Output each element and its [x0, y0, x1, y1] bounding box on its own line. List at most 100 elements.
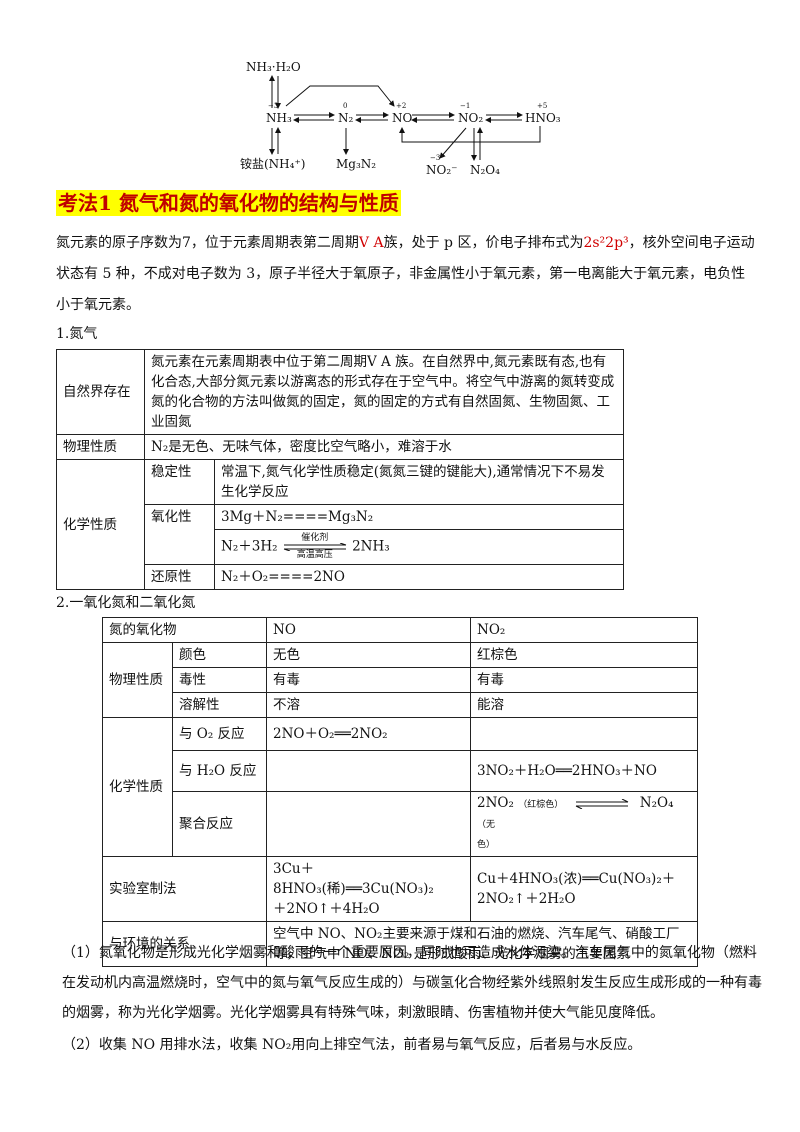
lab-label: 实验室制法: [102, 856, 267, 922]
table-row: 还原性 N₂＋O₂====2NO: [57, 564, 624, 590]
intro-group: Ⅴ A: [358, 235, 384, 251]
tox-no2: 有毒: [470, 667, 698, 693]
ox-hno3: +5: [537, 102, 547, 110]
red-eq: N₂＋O₂====2NO: [214, 564, 624, 590]
section1-label: 1.氮气: [56, 326, 98, 342]
ox-eq2-right: 2NH₃: [352, 538, 390, 555]
nh3h2o-label: NH₃·H₂O: [246, 60, 301, 74]
sol-no2: 能溶: [470, 692, 698, 718]
env-text: 空气中 NO、NO₂主要来源于煤和石油的燃烧、汽车尾气、硝酸工厂等，空气中 NO…: [266, 921, 698, 967]
n2-label: N₂: [338, 111, 354, 125]
table-row: 溶解性 不溶 能溶: [103, 692, 698, 718]
table-row: 氧化性 3Mg＋N₂====Mg₃N₂: [57, 504, 624, 565]
ox-eq2: N₂＋3H₂ 催化剂 高温高压 2NH₃: [214, 529, 624, 565]
poly-left-note: （红棕色）: [518, 800, 564, 810]
table-row: N₂＋3H₂ 催化剂 高温高压 2NH₃: [57, 529, 624, 565]
lab-no: 3Cu＋8HNO₃(稀)══3Cu(NO₃)₂ ＋2NO↑＋4H₂O: [266, 856, 471, 922]
mg3n2-label: Mg₃N₂: [336, 157, 376, 171]
ox-no2: −1: [460, 102, 470, 110]
color-label: 颜色: [172, 642, 267, 668]
hno3-label: HNO₃: [525, 111, 561, 125]
table-row: 氮的氧化物 NO NO₂: [102, 617, 698, 643]
equilibrium-arrow-icon: [283, 543, 346, 551]
poly-no2: 2NO₂ （红棕色） N₂O₄ （无 色）: [470, 791, 698, 857]
table-row: 化学性质 稳定性 常温下,氮气化学性质稳定(氮氮三键的键能大),通常情况下不易发…: [56, 459, 624, 590]
poly-right: N₂O₄: [639, 795, 674, 811]
intro-config: 2s²2p³: [583, 235, 629, 251]
table-row: 毒性 有毒 有毒: [103, 667, 698, 693]
intro-paragraph: 氮元素的原子序数为7，位于元素周期表第二周期Ⅴ A族，处于 p 区，价电子排布式…: [56, 228, 756, 321]
header-no2: NO₂: [470, 617, 698, 643]
lab-no2: Cu＋4HNO₃(浓)══Cu(NO₃)₂＋ 2NO₂↑＋2H₂O: [470, 856, 698, 922]
table-row: 实验室制法 3Cu＋8HNO₃(稀)══3Cu(NO₃)₂ ＋2NO↑＋4H₂O…: [102, 856, 698, 922]
nitrogen-oxides-table: 氮的氧化物 NO NO₂ 物理性质 颜色 无色 红棕色 毒性 有毒 有毒 溶解性…: [102, 617, 698, 967]
no2-label: NO₂: [458, 111, 483, 125]
cond-bottom: 高温高压: [296, 550, 333, 560]
intro-part2: 族，处于 p 区，价电子排布式为: [383, 235, 584, 251]
poly-right-note: （无: [477, 820, 496, 830]
nitrogen-conversion-diagram: NH₃·H₂O −3 NH₃ 0 N₂ +2 NO −1 NO₂ +5 HNO₃…: [240, 60, 561, 177]
intro-part3: ，核外空间电子运动状态有 5 种，不成对电子数为 3，原子半径大于氧原子，非金属…: [56, 235, 755, 313]
h2o-no2: 3NO₂＋H₂O══2HNO₃＋NO: [470, 750, 698, 792]
equilibrium-arrow-icon: [575, 798, 628, 809]
tox-no: 有毒: [266, 667, 471, 693]
o2-no2: [470, 717, 698, 751]
header-oxide: 氮的氧化物: [102, 617, 267, 643]
tox-label: 毒性: [172, 667, 267, 693]
poly-left: 2NO₂: [477, 795, 514, 811]
env-label: 与环境的关系: [102, 921, 267, 967]
section-heading: 考法1 氮气和氮的氧化物的结构与性质: [56, 190, 401, 216]
section2-label: 2.一氧化氮和二氧化氮: [56, 595, 196, 611]
table-row: 自然界存在 氮元素在元素周期表中位于第二周期Ⅴ A 族。在自然界中,氮元素既有态…: [56, 349, 624, 435]
physical-label: 物理性质: [56, 434, 145, 460]
poly-no: [266, 791, 471, 857]
ox-eq2-left: N₂＋3H₂: [221, 538, 278, 555]
header-no: NO: [266, 617, 471, 643]
no2minus-label: NO₂⁻: [426, 163, 457, 177]
table-row: 物理性质 颜色 无色 红棕色: [102, 642, 698, 718]
chemical-label: 化学性质: [56, 459, 145, 590]
table-row: 化学性质 与 O₂ 反应 2NO＋O₂══2NO₂: [102, 717, 698, 857]
stability-text: 常温下,氮气化学性质稳定(氮氮三键的键能大),通常情况下不易发生化学反应: [214, 459, 624, 505]
cond-top: 催化剂: [301, 533, 329, 543]
chem-label: 化学性质: [102, 717, 173, 857]
phys-label: 物理性质: [102, 642, 173, 718]
intro-part1: 氮元素的原子序数为7，位于元素周期表第二周期: [56, 235, 359, 251]
no-label: NO: [392, 111, 413, 125]
oxidizing-label: 氧化性: [144, 504, 215, 565]
table-row: 聚合反应 2NO₂ （红棕色） N₂O₄ （无 色）: [103, 791, 698, 857]
lab-no-line1: 3Cu＋8HNO₃(稀)══3Cu(NO₃)₂: [273, 861, 434, 897]
table-row: 与环境的关系 空气中 NO、NO₂主要来源于煤和石油的燃烧、汽车尾气、硝酸工厂等…: [102, 921, 698, 967]
natural-text: 氮元素在元素周期表中位于第二周期Ⅴ A 族。在自然界中,氮元素既有态,也有化合态…: [144, 349, 624, 435]
sol-label: 溶解性: [172, 692, 267, 718]
table-row: 与 H₂O 反应 3NO₂＋H₂O══2HNO₃＋NO: [103, 750, 698, 792]
n2o4-label: N₂O₄: [470, 163, 500, 177]
heading-title: 氮气和氮的氧化物的结构与性质: [118, 191, 399, 215]
poly-right-note2: 色）: [477, 840, 496, 850]
nh3-label: NH₃: [266, 111, 292, 125]
ox-no: +2: [396, 102, 406, 110]
salt-label: 铵盐(NH₄⁺): [240, 156, 305, 171]
h2o-no: [266, 750, 471, 792]
lab-no-line2: ＋2NO↑＋4H₂O: [273, 901, 380, 917]
o2-label: 与 O₂ 反应: [172, 717, 267, 751]
heading-number: 考法1: [58, 191, 112, 215]
lab-no2-line2: 2NO₂↑＋2H₂O: [477, 891, 576, 907]
note-1: （1）氮氧化物是形成光化学烟雾和酸雨的一个重要原因，同时也可造成水体污染。汽车尾…: [62, 945, 762, 1021]
color-no: 无色: [266, 642, 471, 668]
sol-no: 不溶: [266, 692, 471, 718]
lab-no2-line1: Cu＋4HNO₃(浓)══Cu(NO₃)₂＋: [477, 871, 676, 887]
note-2: （2）收集 NO 用排水法，收集 NO₂用向上排空气法，前者易与氧气反应，后者易…: [62, 1037, 642, 1053]
ox-n2: 0: [343, 102, 347, 110]
reversible-arrow: 催化剂 高温高压: [282, 533, 348, 560]
h2o-label: 与 H₂O 反应: [172, 750, 267, 792]
ox-no2minus: −3: [430, 154, 440, 162]
poly-label: 聚合反应: [172, 791, 267, 857]
physical-text: N₂是无色、无味气体，密度比空气略小，难溶于水: [144, 434, 624, 460]
stability-label: 稳定性: [144, 459, 215, 505]
natural-label: 自然界存在: [56, 349, 145, 435]
table-row: 物理性质 N₂是无色、无味气体，密度比空气略小，难溶于水: [56, 434, 624, 460]
ox-nh3: −3: [268, 102, 278, 110]
o2-no: 2NO＋O₂══2NO₂: [266, 717, 471, 751]
